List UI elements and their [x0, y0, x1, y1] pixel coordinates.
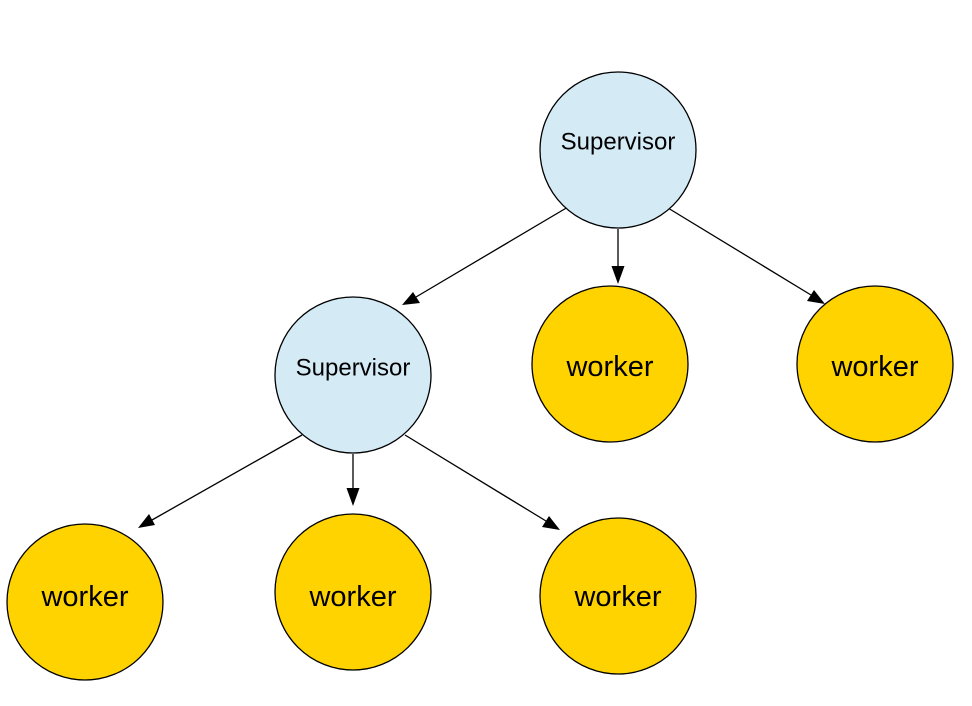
arrow-head-icon	[402, 292, 420, 305]
supervisor-circle	[274, 296, 432, 454]
node-root-worker-2: worker	[796, 285, 954, 443]
worker-label: worker	[565, 351, 653, 383]
edge-line	[404, 434, 547, 522]
edge-root-to-worker-1	[611, 229, 625, 284]
arrow-head-icon	[611, 266, 625, 284]
arrow-head-icon	[807, 290, 825, 304]
worker-label: worker	[573, 581, 661, 613]
edge-root-to-worker-2	[667, 207, 825, 304]
edge-child-to-worker-3	[404, 434, 560, 530]
worker-circle	[796, 285, 954, 443]
node-child-worker-3: worker	[539, 517, 697, 675]
worker-circle	[274, 513, 432, 671]
edges	[138, 206, 825, 530]
supervisor-label: Supervisor	[561, 129, 676, 156]
edge-line	[415, 206, 569, 298]
arrow-head-icon	[346, 488, 360, 506]
node-root-worker-1: worker	[531, 285, 689, 443]
edge-line	[667, 207, 812, 296]
nodes: Supervisor Supervisor worker worker work…	[6, 71, 954, 681]
node-child-supervisor: Supervisor	[274, 296, 432, 454]
edge-root-to-child-supervisor	[402, 206, 569, 305]
arrow-head-icon	[542, 516, 560, 530]
worker-label: worker	[308, 581, 396, 613]
supervisor-circle	[539, 71, 697, 229]
worker-label: worker	[830, 351, 918, 383]
node-child-worker-1: worker	[6, 523, 164, 681]
worker-circle	[531, 285, 689, 443]
node-root-supervisor: Supervisor	[539, 71, 697, 229]
worker-circle	[6, 523, 164, 681]
node-child-worker-2: worker	[274, 513, 432, 671]
supervisor-label: Supervisor	[296, 355, 411, 382]
edge-line	[151, 434, 303, 521]
worker-label: worker	[40, 581, 128, 613]
arrow-head-icon	[138, 514, 155, 528]
worker-circle	[539, 517, 697, 675]
edge-child-to-worker-2	[346, 454, 360, 506]
edge-child-to-worker-1	[138, 434, 303, 528]
